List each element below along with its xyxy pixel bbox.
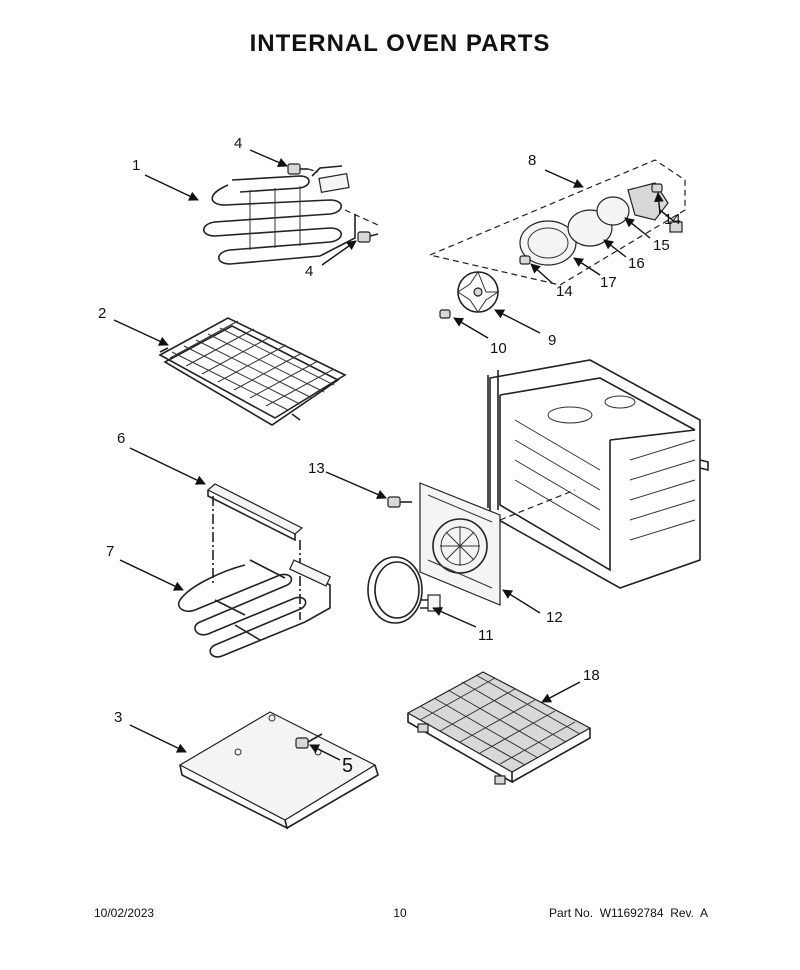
callout-14-upper: 14 [664,211,681,228]
callout-16: 16 [628,255,645,272]
floor-panel [178,711,379,830]
callout-11: 11 [478,627,494,644]
broil-element [202,165,356,265]
callout-8: 8 [528,152,536,169]
callout-1: 1 [132,157,140,174]
oven-cavity [487,359,709,589]
screw-4-lower [357,231,379,243]
screw-13 [387,496,412,508]
callout-5: 5 [342,755,353,777]
callout-4-lower: 4 [305,263,313,280]
rear-convection-cover [419,482,501,606]
callout-18: 18 [583,667,600,684]
screw-4-upper [287,163,308,175]
screw-5 [295,733,323,749]
callout-9: 9 [548,332,556,349]
callout-2: 2 [98,305,106,322]
motor-bracket [519,220,577,266]
callout-10: 10 [490,340,507,357]
callout-4-upper: 4 [234,135,242,152]
callout-12: 12 [546,609,563,626]
footer-date: 10/02/2023 [94,906,155,920]
page-title: INTERNAL OVEN PARTS [249,30,551,57]
screw-14-lower [519,255,531,265]
footer-page-number: 10 [393,906,407,920]
callout-17: 17 [600,274,617,291]
bake-element [177,559,332,658]
air-fry-basket [406,671,592,785]
element-cover [206,483,304,542]
footer-part-number: Part No. W11692784 Rev. A [549,906,708,920]
callout-15: 15 [653,237,670,254]
screw-14-upper [651,183,663,193]
callout-7: 7 [106,543,114,560]
callout-3: 3 [114,709,122,726]
fan-blade [457,270,500,313]
shield-plate [596,196,630,226]
callout-14-lower: 14 [556,283,573,300]
convection-element [367,556,441,624]
callout-13: 13 [308,460,325,477]
callout-6: 6 [117,430,125,447]
oven-rack [158,317,347,426]
fan-nut [439,309,451,319]
